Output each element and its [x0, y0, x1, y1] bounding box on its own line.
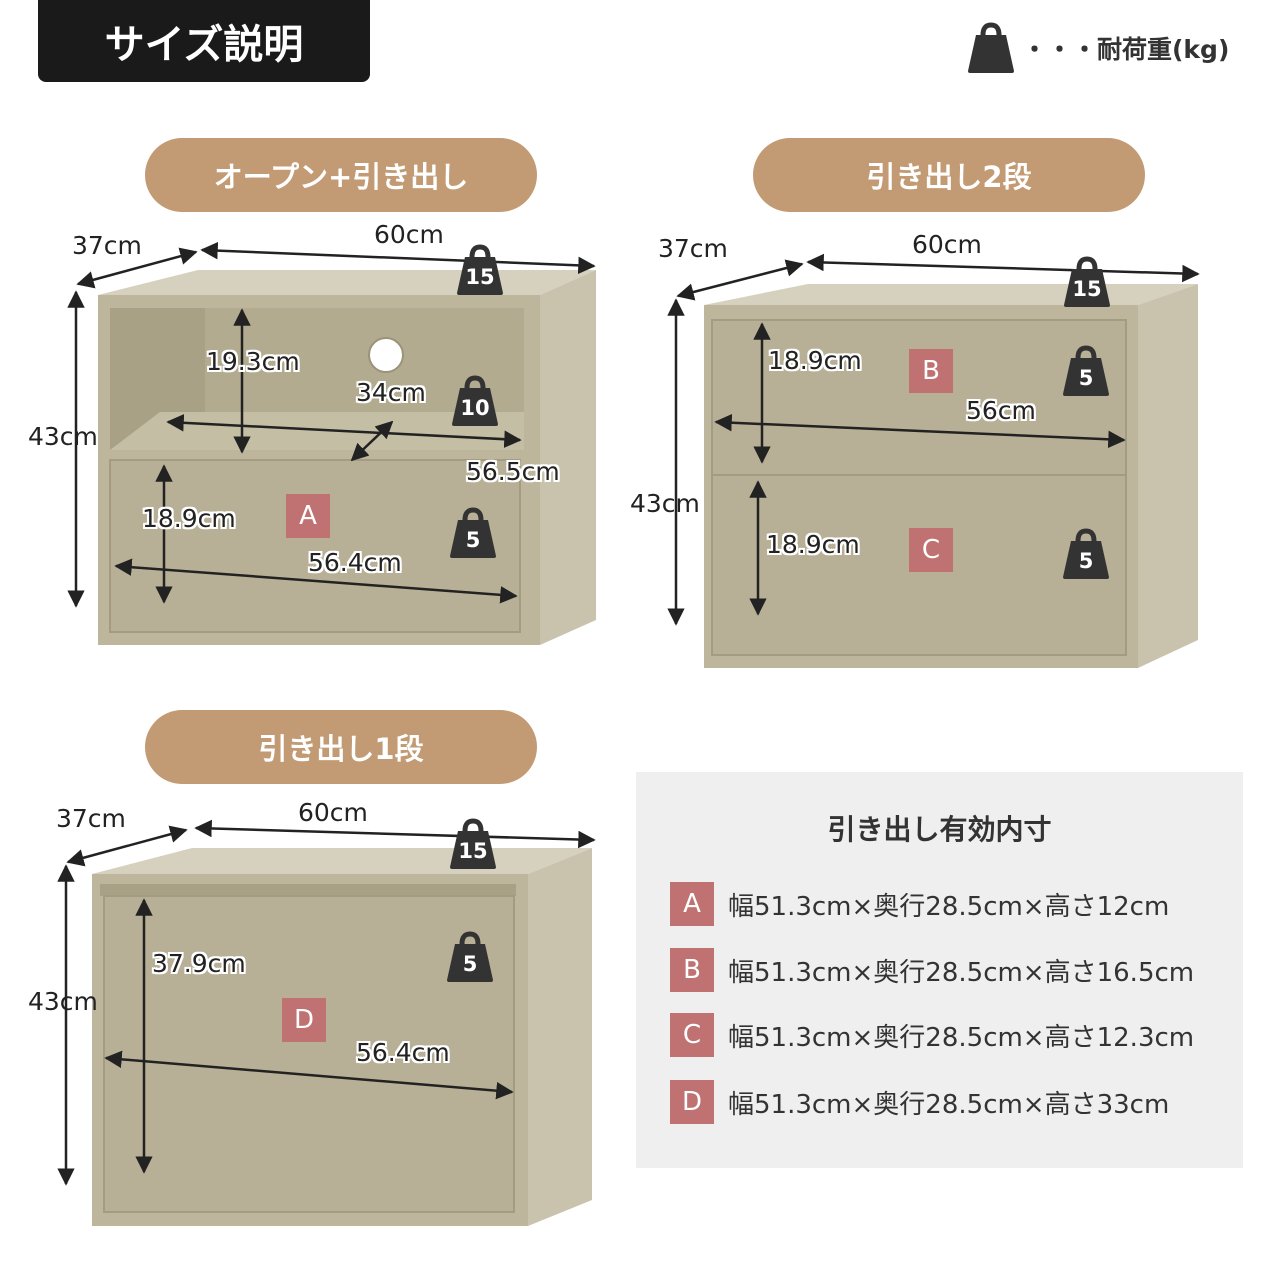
- inner-dimension-row: D 幅51.3cm×奥行28.5cm×高さ33cm: [670, 1080, 1169, 1124]
- drawer-width-label: 56cm: [966, 396, 1036, 425]
- drawer-load-value: 5: [1078, 549, 1094, 573]
- drawer-letter-badge: C: [670, 1013, 714, 1057]
- depth-label: 37cm: [658, 234, 728, 263]
- shelf-load-value: 10: [460, 396, 490, 420]
- drawer-letter-badge: D: [670, 1080, 714, 1124]
- variant-label-open-drawer: オープン+引き出し: [145, 138, 537, 212]
- inner-dimension-text: 幅51.3cm×奥行28.5cm×高さ12.3cm: [728, 1022, 1195, 1053]
- height-label: 43cm: [28, 987, 98, 1016]
- weight-icon: 15: [455, 243, 505, 297]
- drawer-letter-badge: C: [909, 528, 953, 572]
- drawer-load-value: 5: [1078, 366, 1094, 390]
- drawer-width-label: 56.4cm: [356, 1038, 450, 1067]
- width-label: 60cm: [912, 230, 982, 259]
- top-load-value: 15: [1072, 277, 1102, 301]
- drawer-letter-badge: B: [909, 349, 953, 393]
- drawer-height-label: 18.9cm: [766, 530, 860, 559]
- weight-icon: 10: [450, 374, 500, 428]
- drawer-letter-badge: B: [670, 948, 714, 992]
- weight-icon: 5: [1061, 344, 1111, 398]
- depth-label: 37cm: [56, 804, 126, 833]
- weight-icon: 15: [1062, 255, 1112, 309]
- drawer-load-value: 5: [462, 952, 478, 976]
- inner-dimensions-title: 引き出し有効内寸: [827, 813, 1052, 846]
- drawer-letter-badge: A: [670, 882, 714, 926]
- drawer-height-label: 37.9cm: [152, 949, 246, 978]
- drawer-letter-badge: A: [286, 494, 330, 538]
- inner-dimension-row: A 幅51.3cm×奥行28.5cm×高さ12cm: [670, 882, 1169, 926]
- top-load-value: 15: [458, 839, 488, 863]
- inner-dimension-text: 幅51.3cm×奥行28.5cm×高さ33cm: [728, 1089, 1170, 1120]
- shelf-height-label: 19.3cm: [206, 347, 300, 376]
- inner-dimension-row: B 幅51.3cm×奥行28.5cm×高さ16.5cm: [670, 948, 1194, 992]
- weight-icon: 15: [448, 817, 498, 871]
- inner-dimension-text: 幅51.3cm×奥行28.5cm×高さ12cm: [728, 891, 1170, 922]
- cabinet-two-drawers: [704, 284, 1198, 668]
- top-load-value: 15: [465, 265, 495, 289]
- variant-label-one-drawer: 引き出し1段: [145, 710, 537, 784]
- drawer-load-value: 5: [465, 528, 481, 552]
- drawer-height-label: 18.9cm: [142, 504, 236, 533]
- variant-label-two-drawers: 引き出し2段: [753, 138, 1145, 212]
- drawer-height-label: 18.9cm: [768, 346, 862, 375]
- shelf-width-label: 56.5cm: [466, 457, 560, 486]
- cabinet-one-drawer: [92, 848, 592, 1226]
- inner-dimensions-panel: 引き出し有効内寸 A 幅51.3cm×奥行28.5cm×高さ12cm B 幅51…: [636, 772, 1243, 1168]
- width-label: 60cm: [298, 798, 368, 827]
- width-label: 60cm: [374, 220, 444, 249]
- drawer-letter-badge: D: [282, 998, 326, 1042]
- weight-icon: 5: [445, 930, 495, 984]
- drawer-width-label: 56.4cm: [308, 548, 402, 577]
- height-label: 43cm: [28, 422, 98, 451]
- page-title: サイズ説明: [38, 0, 370, 82]
- weight-icon: 5: [1061, 527, 1111, 581]
- weight-icon: 5: [448, 506, 498, 560]
- weight-legend: ・・・耐荷重(kg): [966, 20, 1229, 76]
- legend-text: ・・・耐荷重(kg): [1022, 35, 1230, 64]
- shelf-depth-label: 34cm: [356, 378, 426, 407]
- depth-label: 37cm: [72, 231, 142, 260]
- weight-icon: [968, 22, 1014, 73]
- inner-dimension-row: C 幅51.3cm×奥行28.5cm×高さ12.3cm: [670, 1013, 1194, 1057]
- inner-dimension-text: 幅51.3cm×奥行28.5cm×高さ16.5cm: [728, 957, 1195, 988]
- height-label: 43cm: [630, 489, 700, 518]
